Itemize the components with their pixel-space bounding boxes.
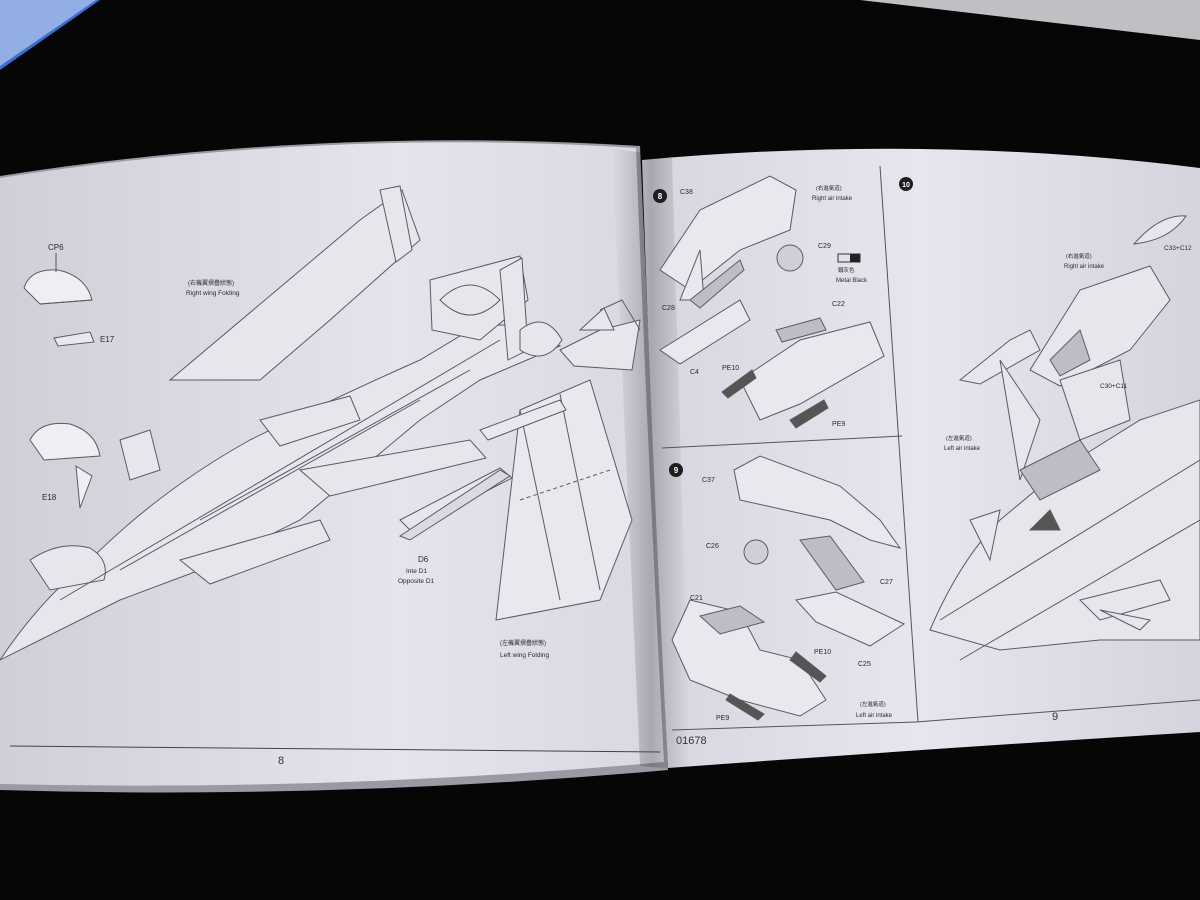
left-wing-folding [479, 379, 633, 621]
step9-label-pe10: PE10 [814, 649, 831, 656]
step8-intake-cn: (右進氣道) [816, 184, 842, 192]
label-right-wing-cn: (右機翼摺疊狀態) [188, 279, 234, 287]
step8-badge [653, 189, 667, 203]
step8-intake-drawing [659, 175, 885, 429]
right-page-content [659, 165, 1200, 731]
step10-number: 10 [902, 182, 910, 189]
step9-intake-cn: (左進氣道) [860, 700, 886, 708]
label-d6: D6 [418, 555, 429, 564]
step9-intake: Left air intake [856, 713, 893, 719]
step8-label-c4: C4 [690, 369, 699, 376]
grey-sheet-corner [860, 0, 1200, 40]
step10-label-c30-c11: C30+C11 [1100, 383, 1128, 390]
step10-badge [899, 177, 913, 191]
label-left-wing: Left wing Folding [500, 652, 550, 659]
left-page-labels: CP6 E17 E18 (右機翼摺疊狀態) Right wing Folding… [42, 243, 550, 767]
part-e17 [53, 331, 95, 347]
step8-label-pe9: PE9 [832, 421, 845, 428]
label-left-wing-cn: (左機翼摺疊狀態) [500, 639, 546, 647]
right-page-labels: 8 C38 C28 C4 PE10 PE9 C22 C29 (右進氣道) Rig… [653, 177, 1192, 747]
step9-label-c27: C27 [880, 579, 893, 586]
step8-label-c38: C38 [680, 189, 693, 196]
step8-number: 8 [658, 192, 663, 201]
label-d6-line2: Inte D1 [406, 568, 427, 575]
part-e18 [29, 422, 101, 509]
part-d6 [398, 469, 511, 541]
catalog-number: 01678 [676, 735, 707, 747]
step8-label-c29: C29 [818, 243, 831, 250]
step10-left-cn: (左進氣道) [946, 434, 972, 442]
right-page-number: 9 [1052, 711, 1058, 723]
step8-intake: Right air intake [812, 196, 853, 202]
step9-label-c37: C37 [702, 477, 715, 484]
step10-label-c33-c12: C33+C12 [1164, 245, 1192, 252]
step10-left: Left air intake [944, 446, 981, 452]
step8-label-pe10: PE10 [722, 365, 739, 372]
label-e17: E17 [100, 335, 115, 344]
step9-intake-drawing [671, 455, 906, 721]
left-page-content [0, 185, 661, 753]
step9-label-c21: C21 [690, 595, 703, 602]
step8-paint: Metal Black [836, 278, 868, 284]
step10-right: Right air intake [1064, 264, 1105, 270]
label-right-wing: Right wing Folding [186, 290, 240, 297]
aircraft-drawing [0, 185, 641, 661]
step9-label-c25: C25 [858, 661, 871, 668]
left-page-number: 8 [278, 755, 284, 767]
step9-label-pe9: PE9 [716, 715, 729, 722]
left-page-rule [9, 745, 661, 753]
label-e18: E18 [42, 493, 57, 502]
canopy-part-cp6 [23, 269, 93, 305]
step8-label-c22: C22 [832, 301, 845, 308]
step9-label-c26: C26 [706, 543, 719, 550]
step10-aircraft-drawing [929, 215, 1200, 661]
step9-number: 9 [674, 466, 679, 475]
step8-label-c28: C28 [662, 305, 675, 312]
step10-right-cn: (右進氣道) [1066, 252, 1092, 260]
step8-paint-cn: 鐵灰色 [838, 266, 855, 274]
label-d6-line3: Opposite D1 [398, 578, 435, 585]
label-cp6: CP6 [48, 243, 64, 252]
step9-badge [669, 463, 683, 477]
